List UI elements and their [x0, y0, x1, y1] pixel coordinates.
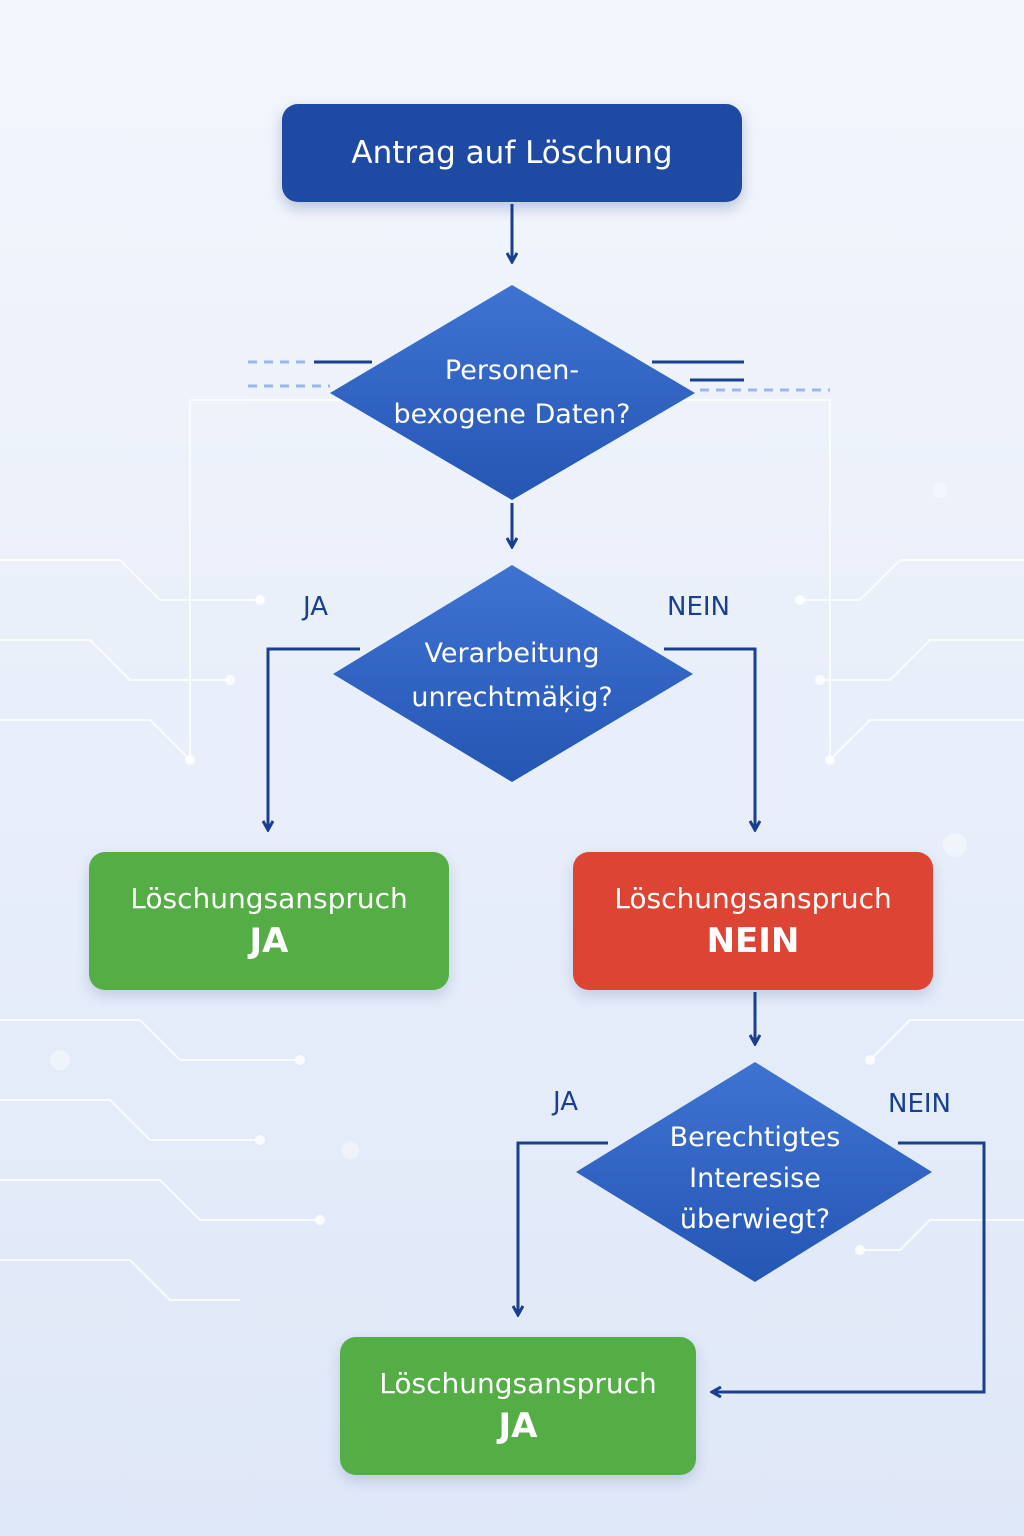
result-1-value: JA — [249, 920, 289, 961]
branch-label-d3-no: NEIN — [888, 1089, 951, 1119]
decision-3-line-3: überwiegt? — [679, 1203, 831, 1235]
decision-diamond-unlawful — [333, 565, 693, 782]
decision-diamond-interest — [576, 1062, 932, 1282]
arrow-d2-no — [664, 647, 755, 830]
decision-2-line-2: unrechtmäķig? — [411, 682, 613, 713]
result-1-title: Löschungsanspruch — [130, 881, 408, 915]
decision-3-line-1: Berechtigtes — [669, 1121, 841, 1153]
decision-1-line-1: Personen- — [444, 355, 580, 386]
decision-3-text: Berechtigtes Interesise überwiegt? — [615, 1115, 895, 1241]
result-2-title: Löschungsanspruch — [614, 881, 892, 915]
start-node: Antrag auf Löschung — [282, 104, 742, 202]
result-3-value: JA — [498, 1405, 538, 1446]
result-3-title: Löschungsanspruch — [379, 1366, 657, 1400]
result-yes-1: Löschungsanspruch JA — [89, 852, 449, 990]
arrow-d2-yes — [268, 647, 360, 830]
branch-label-d2-yes: JA — [303, 592, 328, 622]
branch-label-d2-no: NEIN — [667, 592, 730, 622]
result-no: Löschungsanspruch NEIN — [573, 852, 933, 990]
result-yes-2: Löschungsanspruch JA — [340, 1337, 696, 1475]
start-label: Antrag auf Löschung — [351, 135, 673, 171]
decision-1-line-2: bexogene Daten? — [393, 399, 631, 430]
decision-3-line-2: Interesise — [689, 1162, 821, 1194]
decision-2-text: Verarbeitung unrechtmäķig? — [372, 629, 652, 723]
arrow-d3-no — [712, 1141, 986, 1392]
decision-1-text: Personen- bexogene Daten? — [370, 338, 654, 448]
decision-diamond-personal-data — [330, 285, 695, 500]
result-2-value: NEIN — [706, 920, 800, 961]
decision-2-line-1: Verarbeitung — [424, 638, 600, 669]
branch-label-d3-yes: JA — [553, 1087, 578, 1117]
arrow-d3-yes — [518, 1141, 608, 1315]
